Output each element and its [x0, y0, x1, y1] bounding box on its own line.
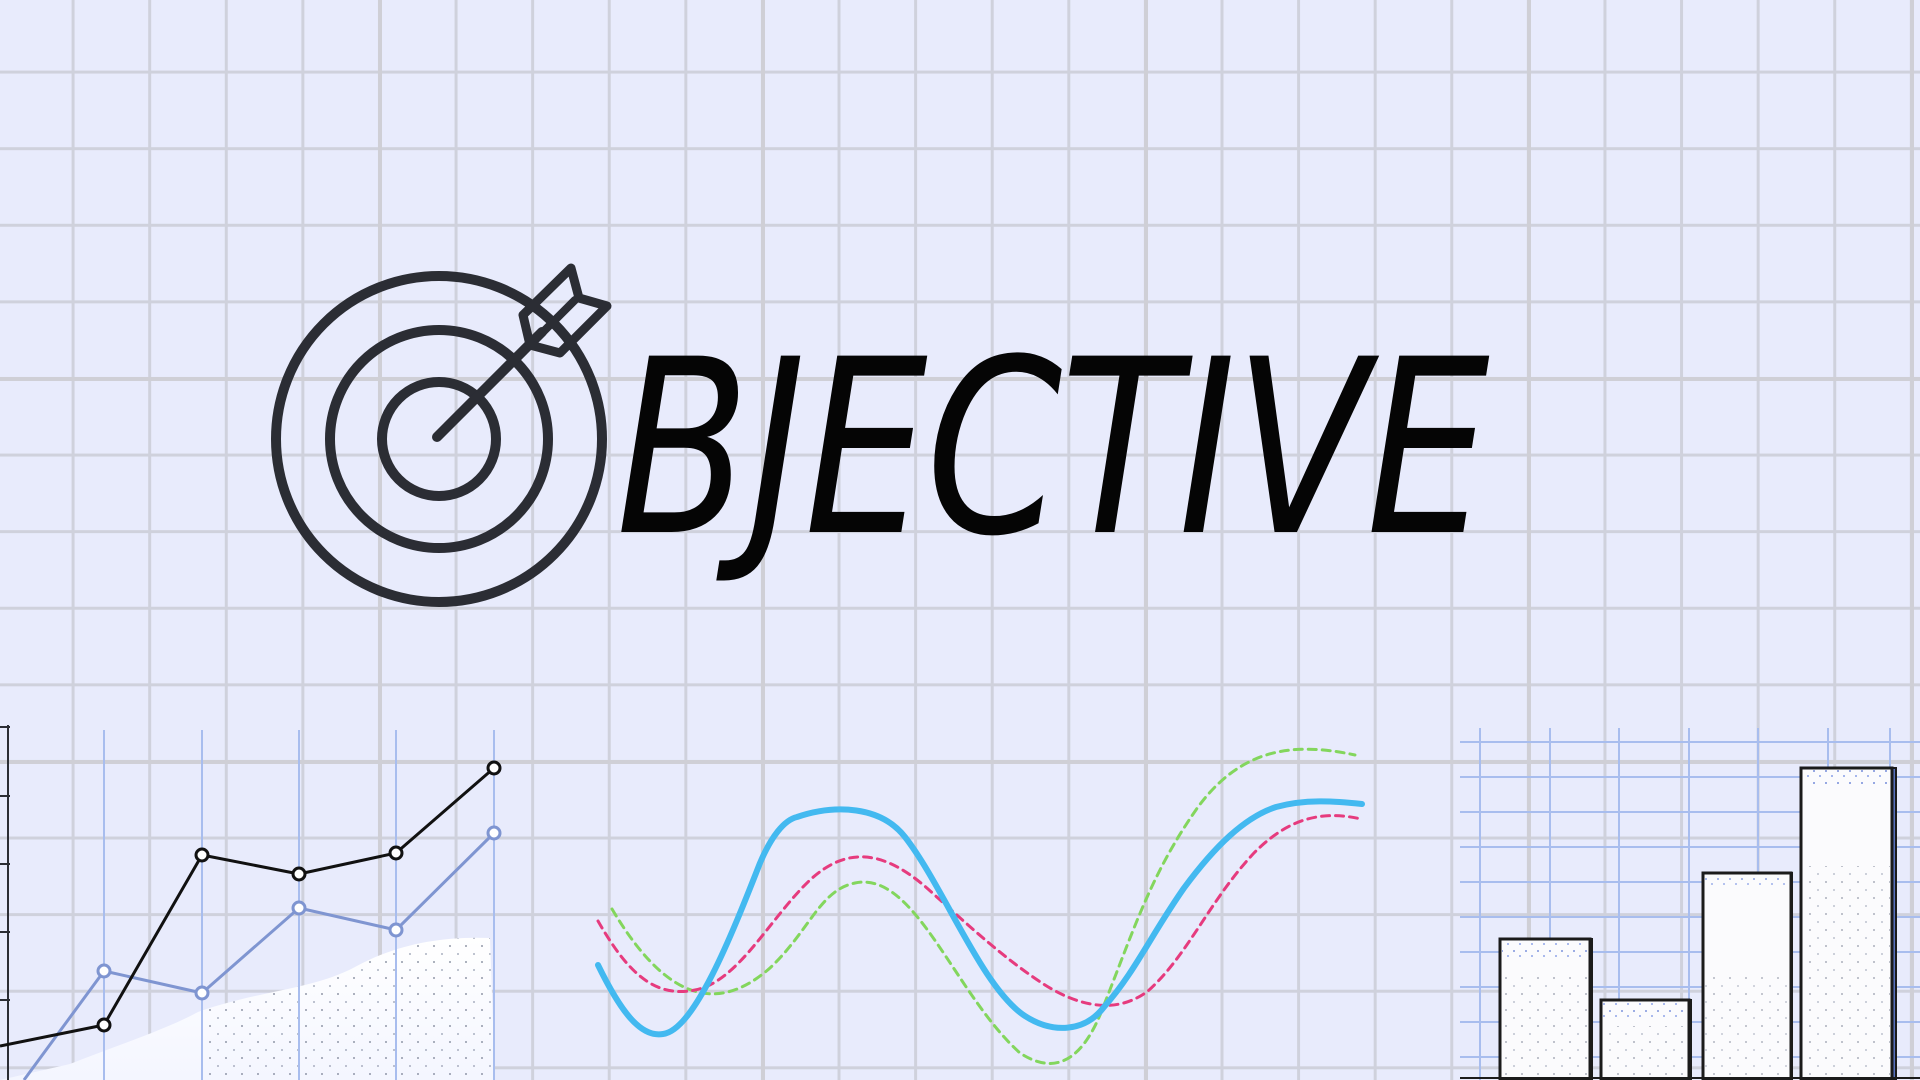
target-arrow-icon — [271, 263, 612, 607]
bar-chart-icon — [1460, 728, 1920, 1080]
wave-chart-icon — [595, 747, 1365, 1065]
target-inner-ring — [377, 377, 501, 501]
line-chart-icon — [0, 725, 502, 1080]
arrow-notch — [539, 296, 579, 336]
line-series-slate-markers — [96, 825, 502, 1001]
line-chart-axis — [0, 725, 10, 1080]
line-chart-area — [0, 937, 495, 1080]
hero-title: BJECTIVE — [616, 308, 1490, 590]
wave-series-green — [610, 747, 1357, 1065]
line-chart-gridlines — [103, 730, 495, 1080]
target-outer-ring — [271, 271, 607, 607]
wave-series-pink — [596, 814, 1363, 1007]
line-series-slate — [22, 831, 496, 1080]
bar-item — [1799, 766, 1897, 1080]
line-series-dark-markers — [96, 760, 502, 1033]
arrow-shaft — [432, 327, 547, 442]
target-middle-ring — [325, 325, 553, 553]
bar-item — [1498, 937, 1593, 1080]
wave-series-blue — [595, 798, 1365, 1038]
line-series-dark — [0, 766, 495, 1048]
bar-item — [1701, 871, 1793, 1080]
arrow-fletching — [518, 263, 612, 358]
bar-item — [1599, 998, 1692, 1080]
